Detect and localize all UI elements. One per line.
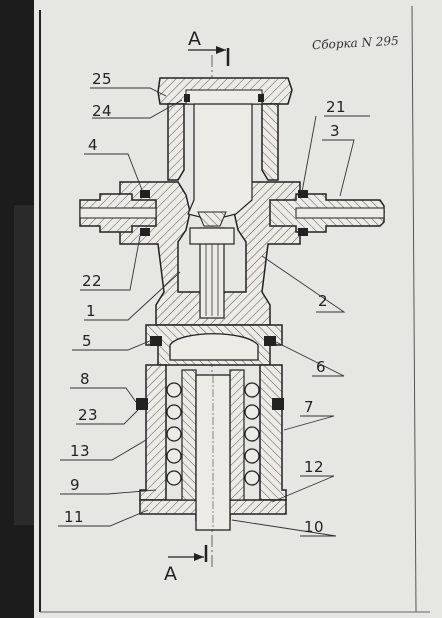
part-label-21: 21 bbox=[326, 98, 347, 116]
part-label-11: 11 bbox=[64, 508, 85, 526]
part-label-6: 6 bbox=[316, 358, 327, 376]
part-label-4: 4 bbox=[88, 136, 99, 154]
part-label-13: 13 bbox=[70, 442, 91, 460]
part-label-9: 9 bbox=[70, 476, 81, 494]
part-label-24: 24 bbox=[92, 102, 113, 120]
section-mark-top: A bbox=[188, 28, 201, 50]
part-label-5: 5 bbox=[82, 332, 93, 350]
part-label-12: 12 bbox=[304, 458, 325, 476]
part-label-3: 3 bbox=[330, 122, 341, 140]
part-label-10: 10 bbox=[304, 518, 325, 536]
part-label-8: 8 bbox=[80, 370, 91, 388]
part-label-25: 25 bbox=[92, 70, 113, 88]
part-label-2: 2 bbox=[318, 292, 329, 310]
part-label-23: 23 bbox=[78, 406, 99, 424]
part-label-1: 1 bbox=[86, 302, 97, 320]
part-label-7: 7 bbox=[304, 398, 315, 416]
part-label-22: 22 bbox=[82, 272, 103, 290]
section-mark-bottom: A bbox=[164, 563, 177, 585]
